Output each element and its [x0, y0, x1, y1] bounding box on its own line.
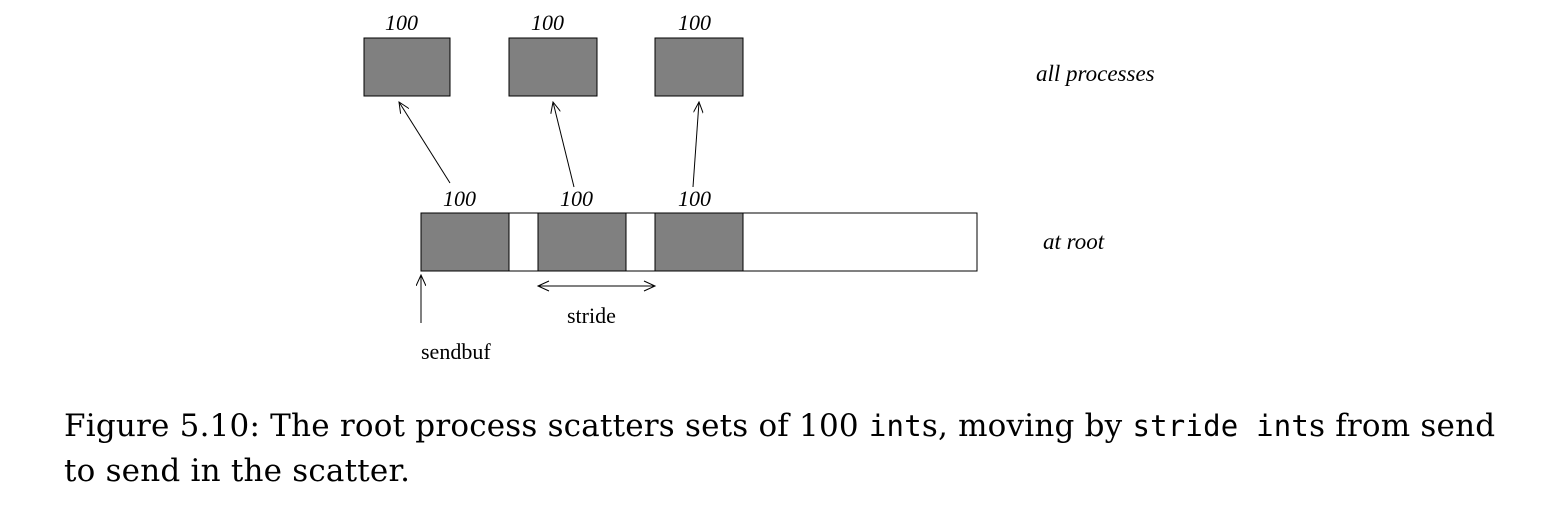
- figure-caption: Figure 5.10: The root process scatters s…: [64, 404, 1514, 494]
- scatter-arrow-1: [399, 102, 451, 184]
- root-block-2-count: 100: [560, 186, 593, 211]
- all-processes-label: all processes: [1036, 61, 1155, 86]
- scatter-arrow-3: [692, 102, 699, 188]
- process-block-3: [654, 37, 744, 97]
- process-block-1: [363, 37, 451, 97]
- caption-mid: s, moving by: [921, 408, 1133, 444]
- stride-arrow-right-head: [643, 280, 657, 292]
- stride-arrow-left-head: [536, 280, 550, 292]
- root-block-2: [537, 212, 627, 272]
- root-block-1-count: 100: [443, 186, 476, 211]
- root-block-3: [654, 212, 744, 272]
- scatter-arrow-2: [553, 102, 575, 188]
- caption-suffix: s from send to send in the scatter.: [64, 408, 1496, 489]
- scatter-diagram: 100 100 100 all processes 100 100 100 at…: [363, 10, 1155, 364]
- process-block-1-count: 100: [385, 10, 418, 35]
- process-block-3-count: 100: [678, 10, 711, 35]
- stride-label: stride: [567, 303, 616, 328]
- root-block-3-count: 100: [678, 186, 711, 211]
- caption-prefix: Figure 5.10: The root process scatters s…: [64, 408, 869, 444]
- root-block-1: [420, 212, 510, 272]
- process-block-2: [508, 37, 598, 97]
- sendbuf-label: sendbuf: [421, 339, 491, 364]
- process-blocks: [363, 37, 744, 97]
- at-root-label: at root: [1043, 229, 1105, 254]
- caption-code-int: int: [868, 409, 922, 443]
- process-block-2-count: 100: [531, 10, 564, 35]
- caption-code-stride-int: stride int: [1132, 409, 1310, 443]
